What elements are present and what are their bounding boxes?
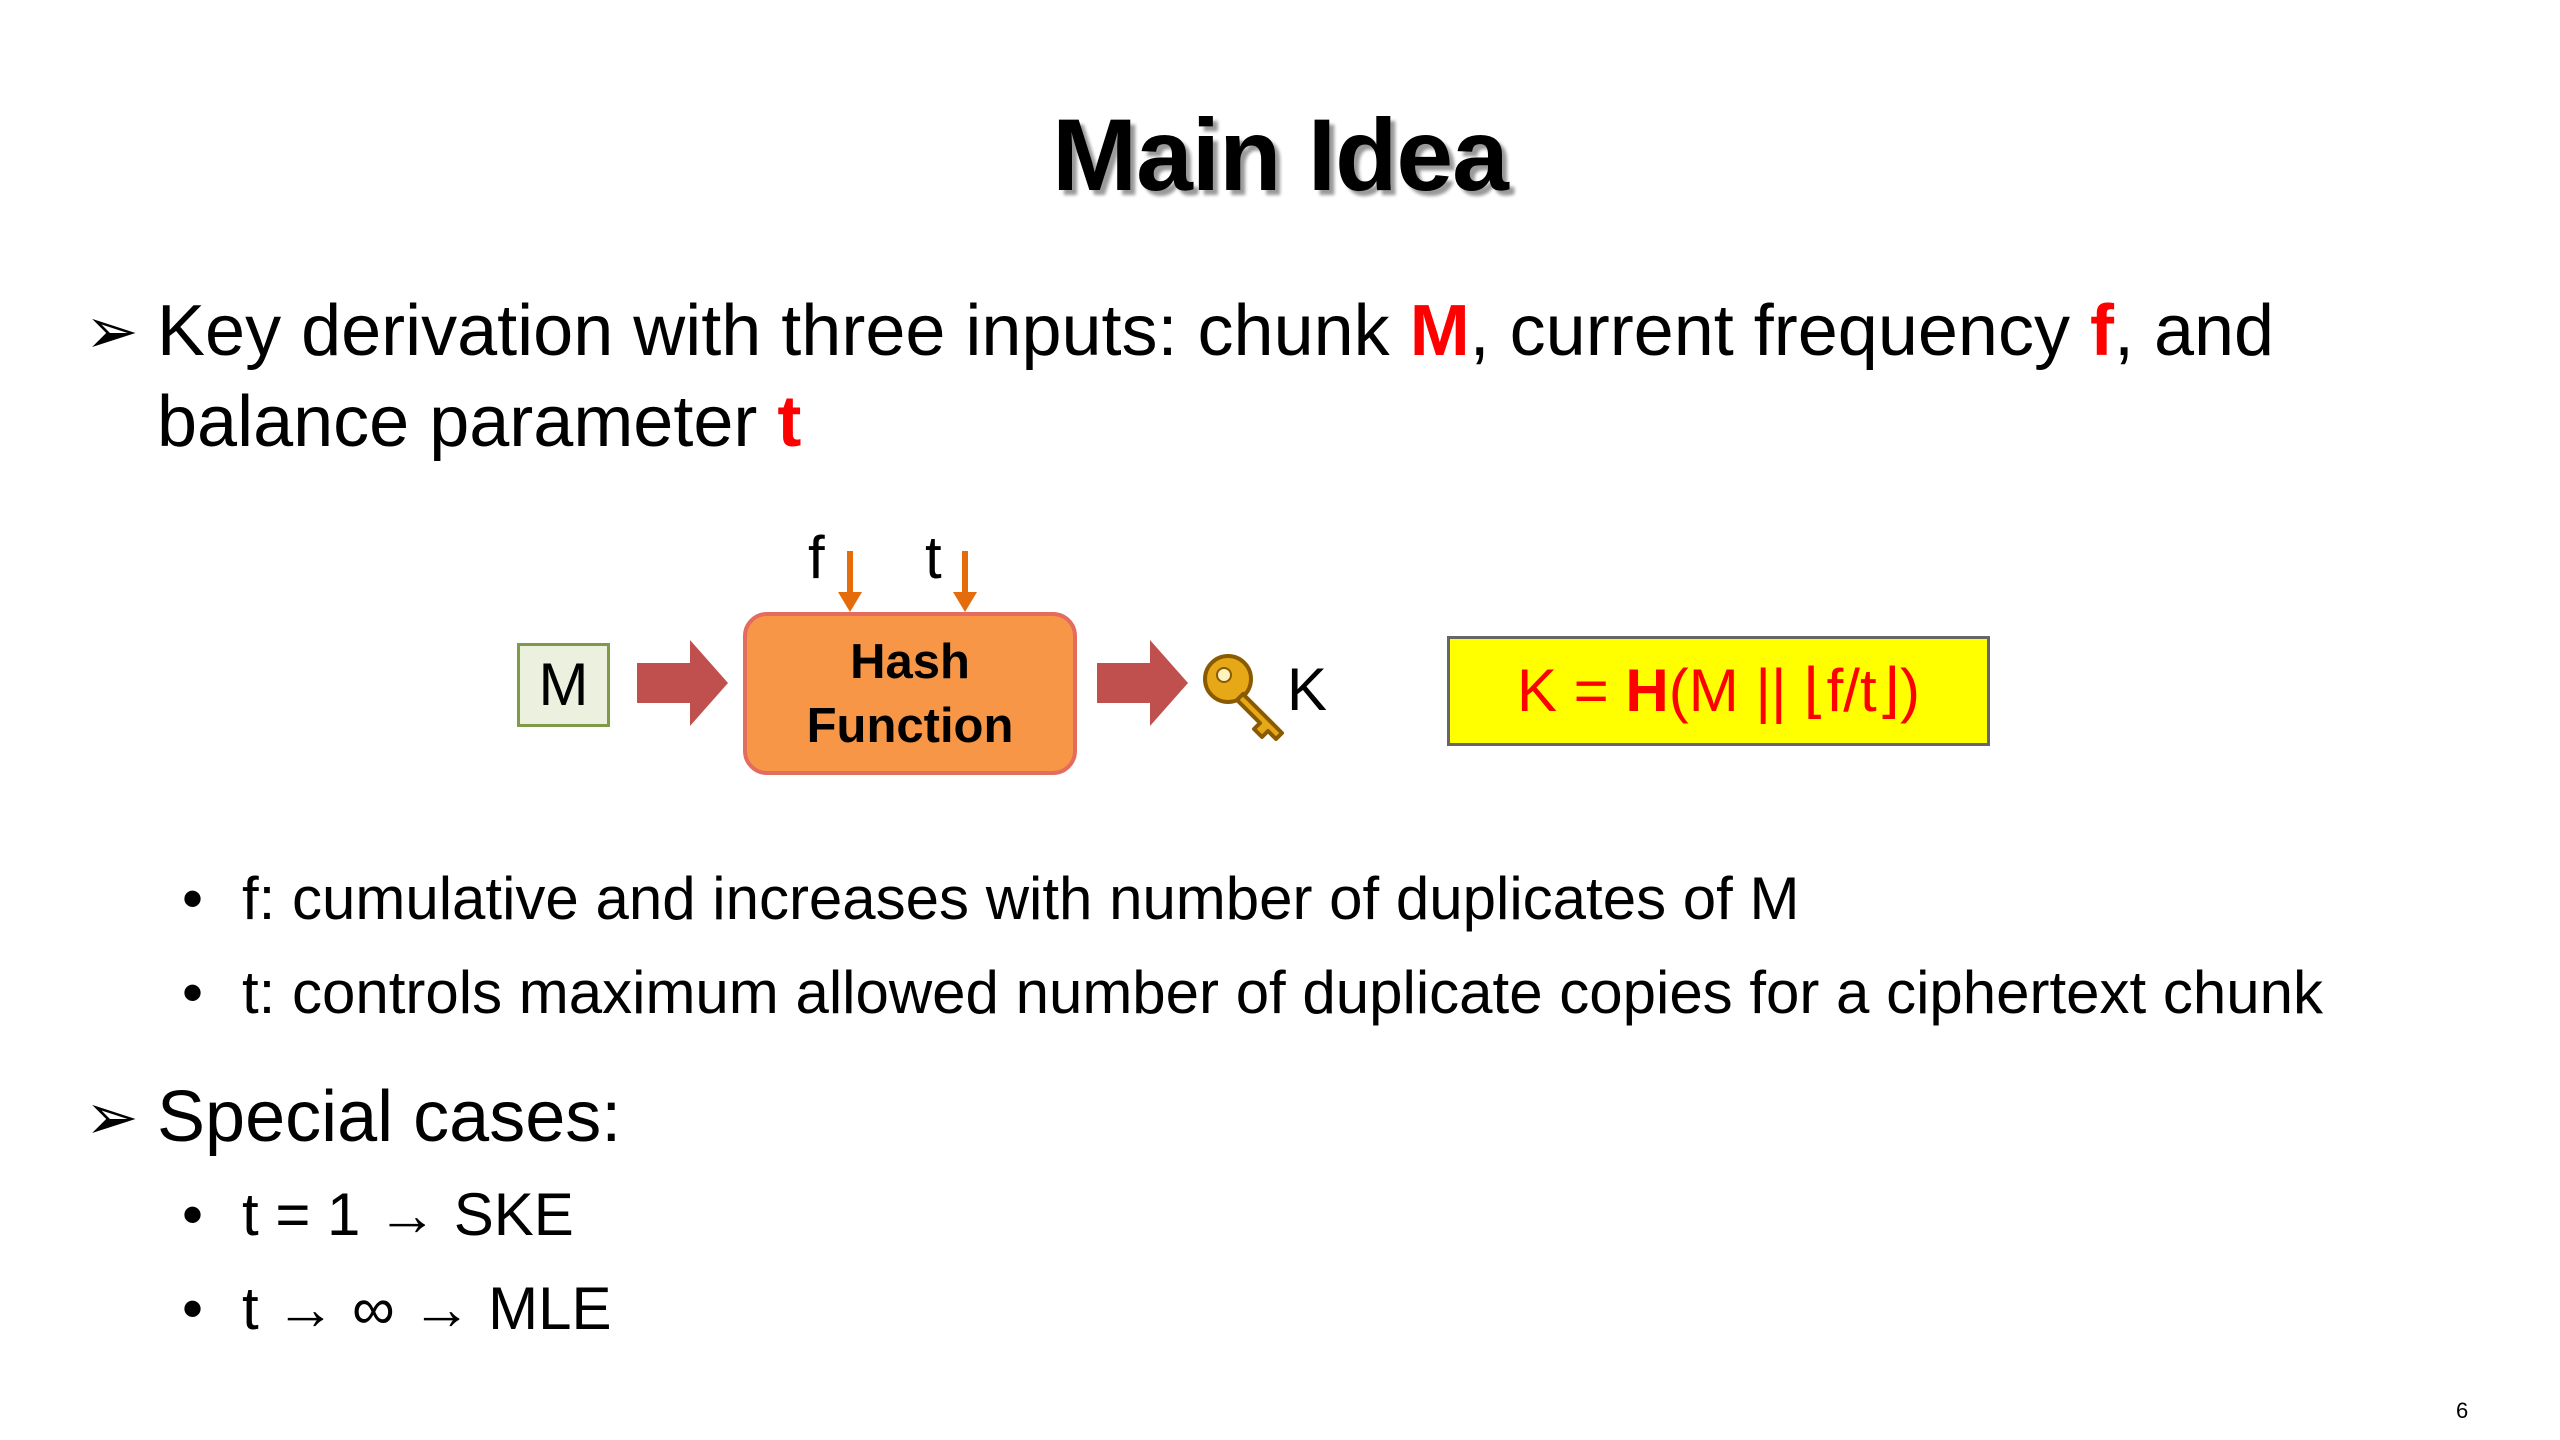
slide-title: Main Idea <box>1052 98 1509 212</box>
key-formula-box: K = H(M || ⌊f/t⌋) <box>1447 636 1990 746</box>
bullet-dot-icon: • <box>182 865 204 932</box>
page-number: 6 <box>2456 1398 2469 1423</box>
sub-bullet-mle: • t → ∞ → MLE <box>182 1275 612 1342</box>
sub-bullet-t: • t: controls maximum allowed number of … <box>182 959 2323 1026</box>
bullet-arrow-icon: ➢ <box>85 295 139 367</box>
key-output-label: K <box>1287 656 1328 723</box>
bullet-arrow-icon: ➢ <box>85 1081 139 1153</box>
t-down-arrow-icon <box>953 551 977 612</box>
hash-function-box: Hash Function <box>743 612 1077 775</box>
f-down-arrow-icon <box>838 551 862 612</box>
bullet-line-1: Key derivation with three inputs: chunk … <box>157 291 2275 371</box>
input-arrow-icon <box>637 640 728 726</box>
f-input-label: f <box>808 524 825 591</box>
chunk-input-box: M <box>517 643 610 727</box>
sub-bullet-f: • f: cumulative and increases with numbe… <box>182 865 1800 932</box>
output-arrow-icon <box>1097 640 1188 726</box>
bullet-dot-icon: • <box>182 1181 204 1248</box>
bullet-key-derivation: ➢ Key derivation with three inputs: chun… <box>85 286 2457 468</box>
t-input-label: t <box>925 524 942 591</box>
sub-bullet-ske: • t = 1 → SKE <box>182 1181 574 1248</box>
bullet-special-cases: ➢ Special cases: <box>85 1072 2457 1163</box>
key-icon <box>1203 654 1284 741</box>
bullet-dot-icon: • <box>182 959 204 1026</box>
bullet-dot-icon: • <box>182 1275 204 1342</box>
bullet-line-2: balance parameter t <box>157 382 802 462</box>
